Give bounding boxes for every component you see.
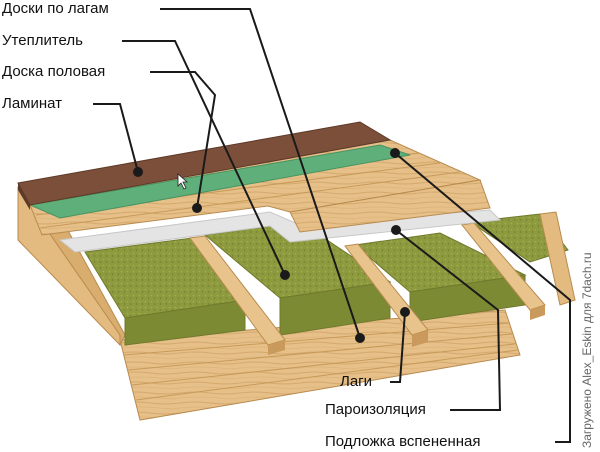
leader-joists <box>390 311 406 383</box>
leader-laminate <box>93 103 139 173</box>
cursor-icon <box>177 173 189 190</box>
leader-joist-boards <box>160 8 361 339</box>
laminate-edge <box>18 183 30 210</box>
joist-3-side <box>530 305 545 320</box>
label-joists: Лаги <box>340 373 373 390</box>
label-laminate: Ламинат <box>2 95 63 112</box>
foam-underlay-layer <box>28 144 411 219</box>
label-foam-underlay: Подложка вспененная <box>325 433 481 450</box>
label-insulation: Утеплитель <box>2 32 83 49</box>
joist-1-side <box>268 340 285 355</box>
leader-lines <box>93 8 571 443</box>
label-vapor-barrier: Пароизоляция <box>325 401 426 418</box>
insulation-block-2-front <box>279 281 391 336</box>
joist-2-side <box>412 330 428 347</box>
watermark-text: Загружено Alex_Eskin для 7dach.ru <box>580 252 594 448</box>
leader-insulation <box>122 40 286 276</box>
frame-right <box>539 211 576 306</box>
label-joist-boards: Доски по лагам <box>2 0 109 17</box>
subfloor-board-lines <box>123 322 519 401</box>
deck-right-section <box>289 179 491 233</box>
leader-underlay <box>394 152 571 443</box>
label-floor-board: Доска половая <box>2 63 106 80</box>
leader-vapor <box>395 229 502 411</box>
leader-floor-board <box>150 71 217 209</box>
insulation-block-1-front <box>124 299 246 346</box>
